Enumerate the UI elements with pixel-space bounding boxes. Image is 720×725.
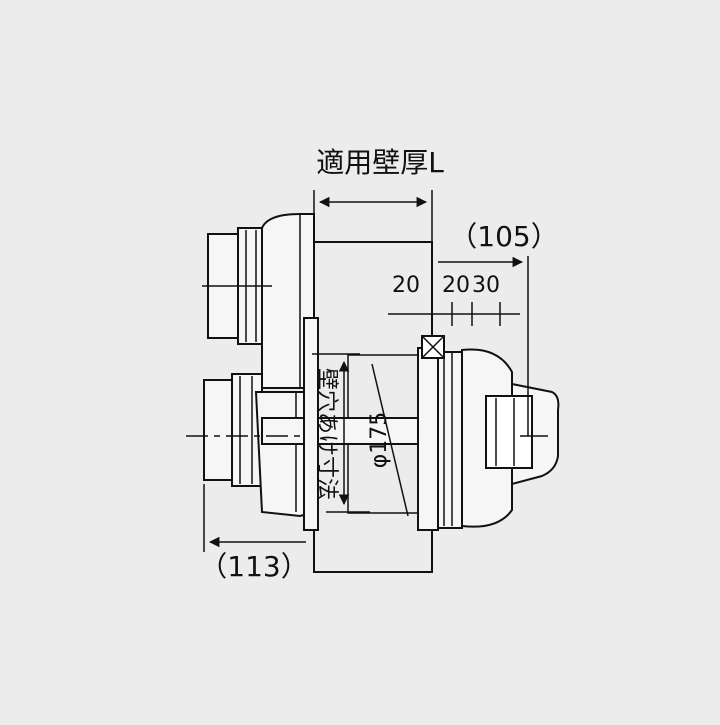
dim-105: （105）: [438, 220, 559, 436]
hole-dimension: 壁穴あけ寸法 φ175: [312, 353, 409, 517]
dim-30-label: 30: [472, 273, 500, 298]
wall-thickness-dimension: 適用壁厚L: [313, 146, 444, 244]
wall-flange: [303, 317, 319, 531]
through-wall-pipe: [261, 417, 439, 445]
dim-105-label: （105）: [449, 220, 558, 253]
indoor-adapter: [186, 213, 439, 531]
dim-113-label: （113）: [199, 550, 308, 583]
wall-thickness-label: 適用壁厚L: [316, 146, 444, 179]
hole-size-label: 壁穴あけ寸法: [314, 368, 339, 500]
dim-113: （113）: [199, 484, 309, 583]
outdoor-terminal: [417, 335, 560, 531]
diameter-leader: [371, 363, 409, 517]
terminal-louver: [485, 395, 533, 469]
outer-plate: [417, 347, 439, 531]
terminal-base: [437, 351, 463, 529]
dim-20-20-30: 20 20 30: [388, 273, 520, 326]
diameter-label: φ175: [367, 412, 392, 469]
dim-20-right-label: 20: [442, 273, 470, 298]
dim-20-left-label: 20: [392, 273, 420, 298]
